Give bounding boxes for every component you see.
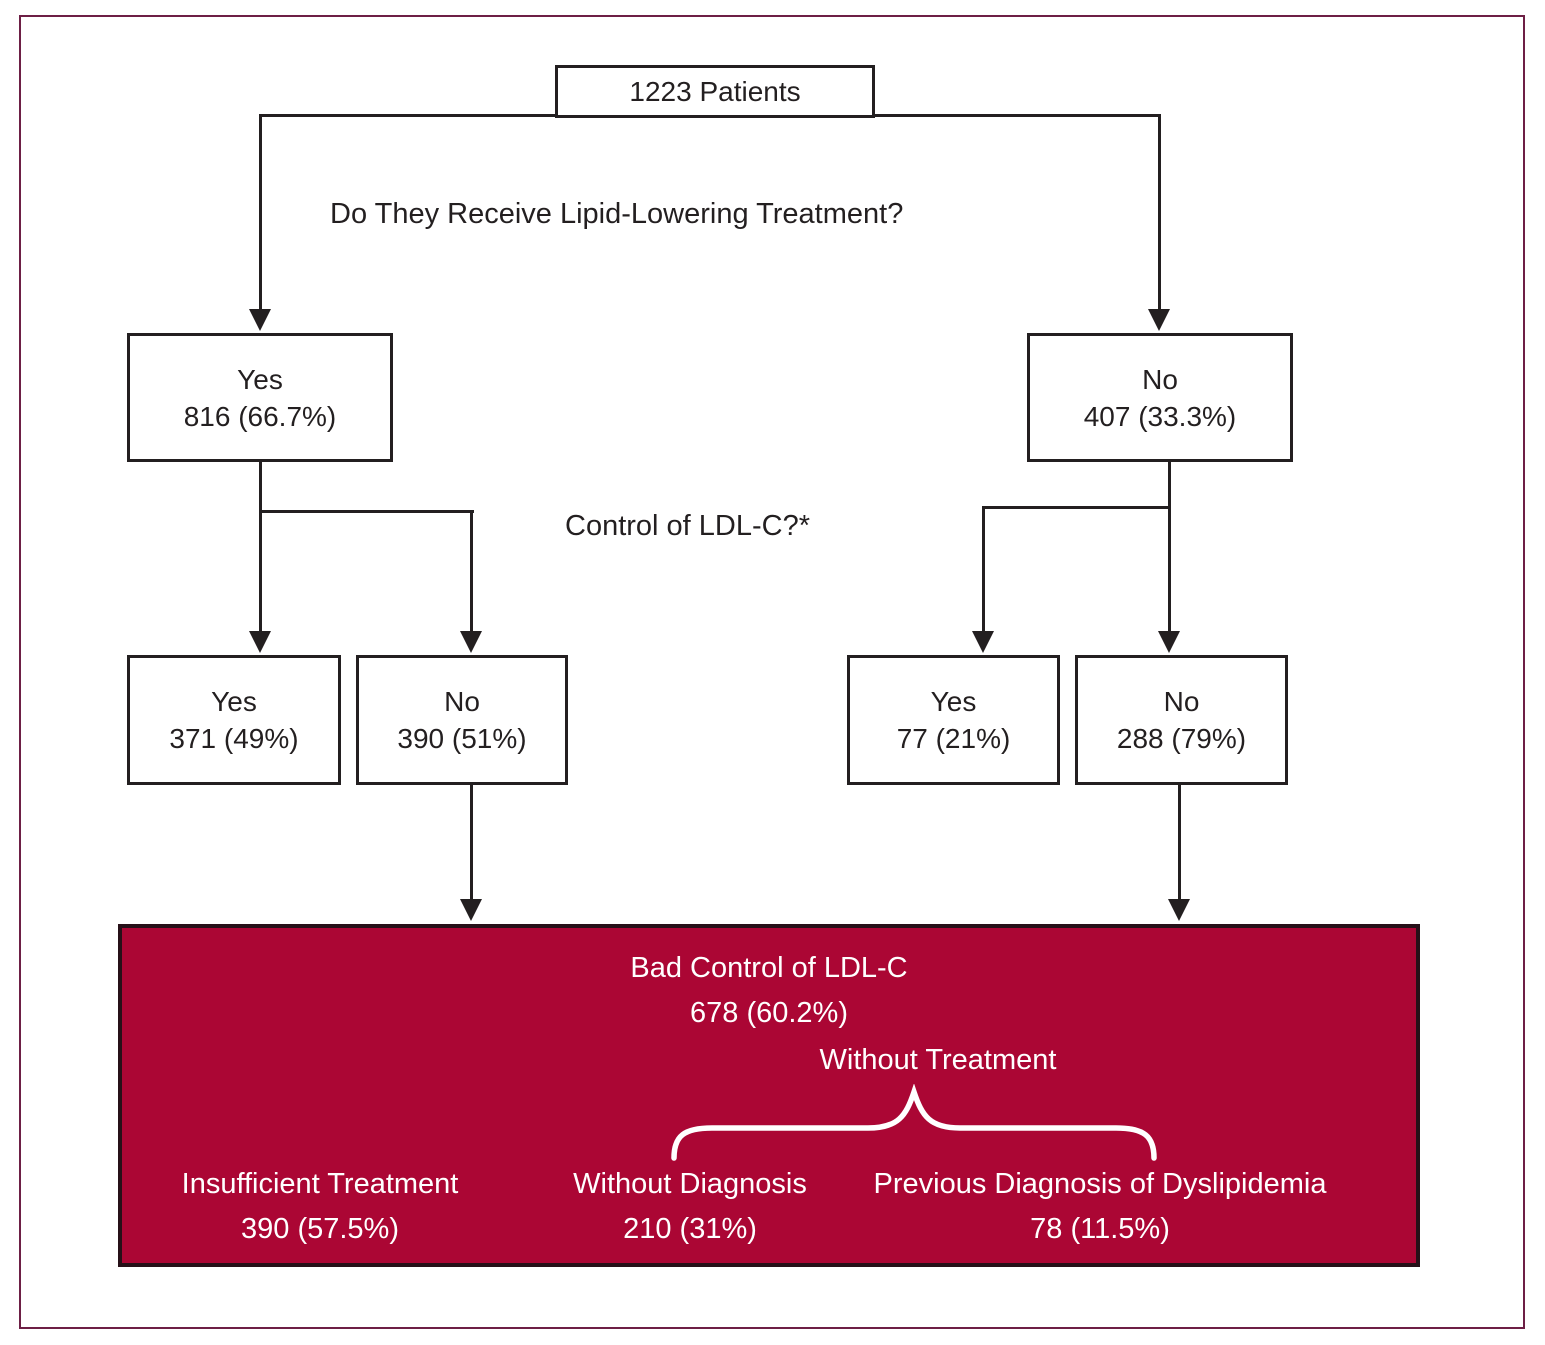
node-answer: Yes: [237, 363, 283, 395]
node-value: 407 (33.3%): [1083, 400, 1237, 432]
bad-control-item-without-diagnosis: Without Diagnosis 210 (31%): [490, 1162, 890, 1252]
connector-treated-uncontrolled-to-badbox: [470, 785, 473, 900]
item-label: Insufficient Treatment: [181, 1168, 459, 1200]
item-label: Without Diagnosis: [573, 1168, 807, 1200]
arrow-down-icon: [460, 631, 482, 653]
arrow-down-icon: [1168, 899, 1190, 921]
brace-icon: [671, 1084, 1157, 1161]
connector-untreated-main-vertical: [1168, 462, 1171, 632]
connector-treated-main-vertical: [259, 462, 262, 632]
bad-control-title: Bad Control of LDL-C: [630, 952, 908, 984]
node-treated-controlled-yes: Yes 371 (49%): [127, 655, 341, 785]
arrow-down-icon: [972, 631, 994, 653]
node-answer: Yes: [930, 686, 977, 717]
connector-untreated-branch-horizontal: [982, 506, 1171, 509]
node-answer: No: [444, 686, 480, 717]
connector-top-right-vertical: [1158, 114, 1161, 310]
node-treated-controlled-no: No 390 (51%): [356, 655, 568, 785]
bad-control-heading: Bad Control of LDL-C 678 (60.2%): [118, 946, 1420, 1036]
connector-untreated-uncontrolled-to-badbox: [1178, 785, 1181, 900]
node-value: 371 (49%): [169, 723, 299, 754]
node-untreated-controlled-yes: Yes 77 (21%): [847, 655, 1060, 785]
node-treated-no: No 407 (33.3%): [1027, 333, 1293, 462]
item-value: 390 (57.5%): [241, 1213, 399, 1245]
item-value: 210 (31%): [623, 1213, 757, 1245]
without-treatment-label: Without Treatment: [819, 1044, 1057, 1076]
node-value: 816 (66.7%): [183, 400, 337, 432]
arrow-down-icon: [249, 309, 271, 331]
connector-top-left-vertical: [259, 114, 262, 310]
bad-control-value: 678 (60.2%): [690, 997, 848, 1029]
connector-untreated-branch-vertical: [982, 506, 985, 632]
item-value: 78 (11.5%): [1030, 1213, 1170, 1245]
connector-treated-branch-vertical: [470, 510, 473, 632]
node-untreated-controlled-no: No 288 (79%): [1075, 655, 1288, 785]
connector-treated-branch-horizontal: [259, 510, 474, 513]
arrow-down-icon: [460, 899, 482, 921]
node-total-patients: 1223 Patients: [555, 65, 875, 118]
figure-frame: [19, 15, 1525, 1329]
node-answer: No: [1142, 363, 1178, 395]
question-ldl-control: Control of LDL-C?*: [565, 510, 810, 542]
bad-control-item-insufficient: Insufficient Treatment 390 (57.5%): [120, 1162, 520, 1252]
node-answer: No: [1163, 686, 1200, 717]
arrow-down-icon: [1148, 309, 1170, 331]
item-label: Previous Diagnosis of Dyslipidemia: [873, 1168, 1327, 1200]
node-value: 390 (51%): [397, 723, 527, 754]
node-value: 288 (79%): [1116, 723, 1247, 754]
bad-control-panel: [118, 924, 1420, 1267]
arrow-down-icon: [249, 631, 271, 653]
node-treated-yes: Yes 816 (66.7%): [127, 333, 393, 462]
question-treatment: Do They Receive Lipid-Lowering Treatment…: [330, 198, 904, 230]
node-total-patients-label: 1223 Patients: [629, 76, 801, 107]
node-answer: Yes: [211, 686, 257, 717]
arrow-down-icon: [1158, 631, 1180, 653]
bad-control-item-previous-diagnosis: Previous Diagnosis of Dyslipidemia 78 (1…: [850, 1162, 1350, 1252]
node-value: 77 (21%): [896, 723, 1011, 754]
